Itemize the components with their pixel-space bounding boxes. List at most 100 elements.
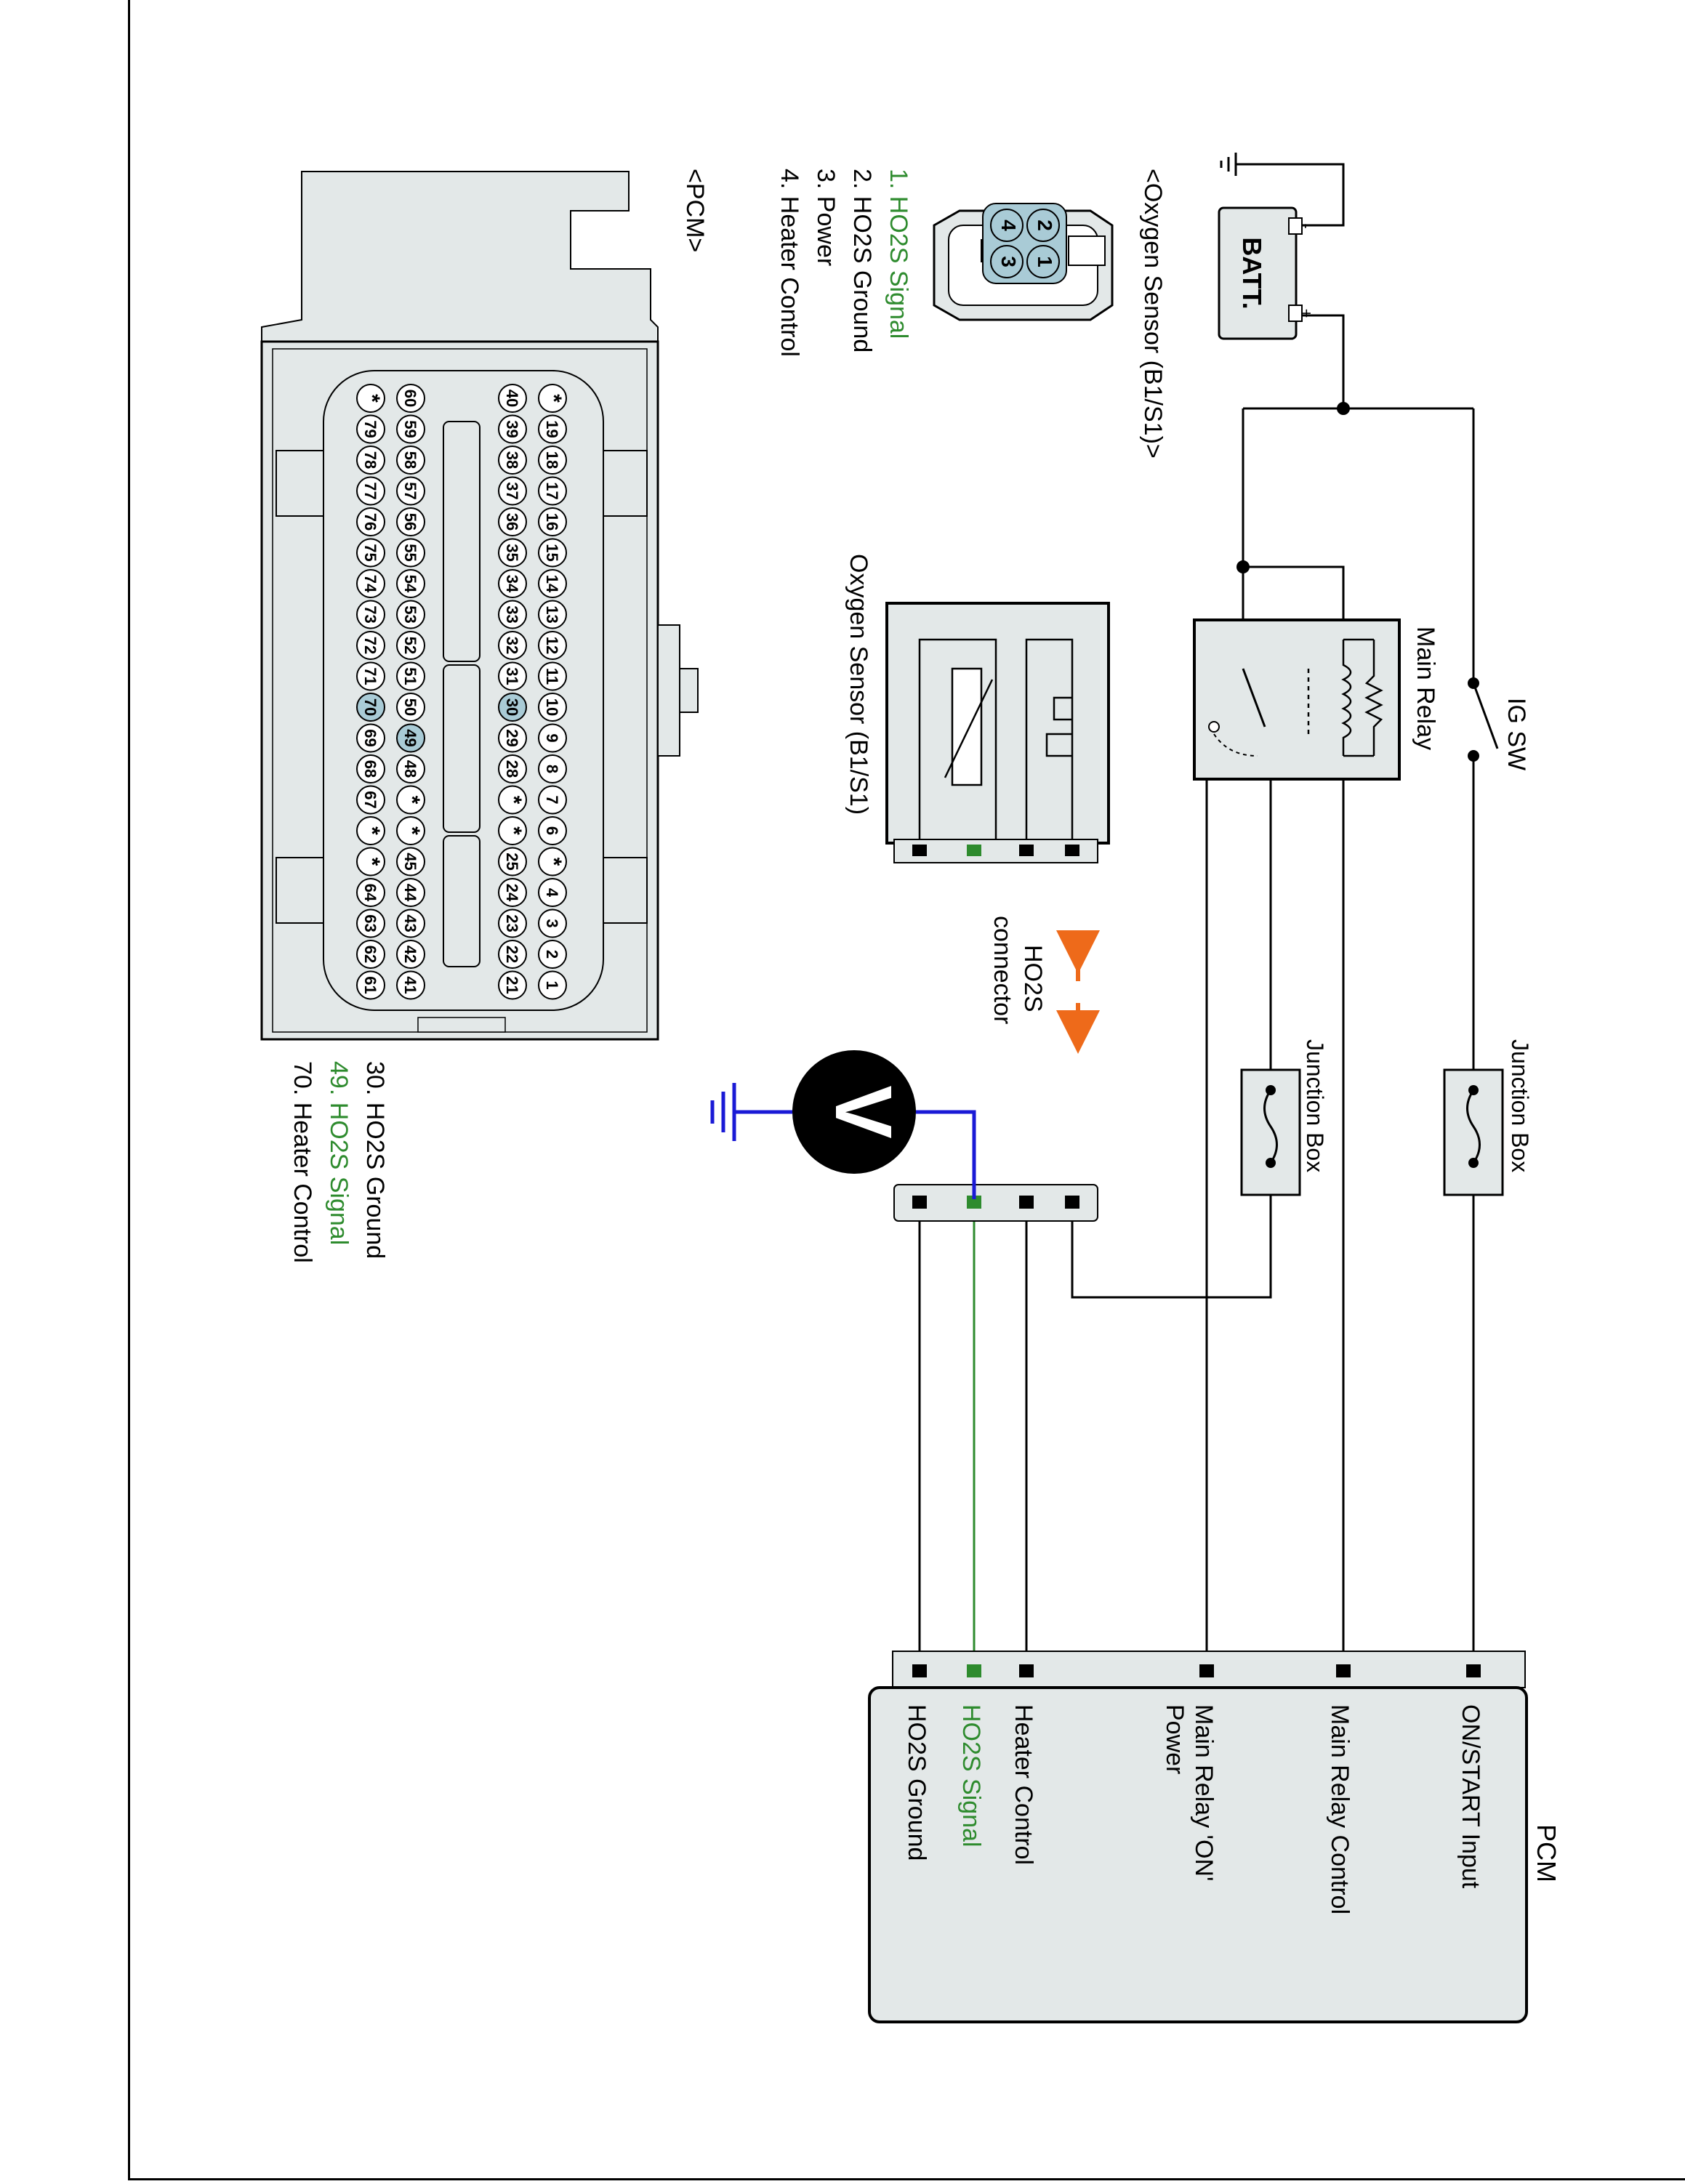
pcm-pin-number: 28 [503, 760, 521, 778]
pcm-pin [498, 476, 527, 506]
pcm-pin [356, 940, 385, 969]
pcm-pin-number: 10 [543, 698, 561, 716]
pcm-pin [538, 785, 567, 815]
pcm-pin [396, 507, 425, 536]
page-frame [128, 0, 1685, 2180]
pcm-pin-number: 72 [361, 637, 379, 654]
pcm-pin-number: 50 [401, 698, 419, 716]
pcm-pin-number: * [502, 826, 526, 835]
pcm-pin [356, 878, 385, 907]
pcm-pin-number: 34 [503, 575, 521, 593]
pcm-pin-number: 18 [543, 451, 561, 469]
pcm-pin [538, 538, 567, 568]
pcm-pin-number: 22 [503, 946, 521, 963]
pcm-pin [498, 754, 527, 783]
pcm-pin-number: 32 [503, 637, 521, 654]
junction-box-2-label: Junction Box [1302, 1039, 1328, 1172]
pcm-pin-number: 44 [401, 884, 419, 902]
wiring-lines [918, 163, 1475, 1672]
connector-pin-number: 1 [1034, 256, 1056, 267]
pcm-pin [356, 507, 385, 536]
voltmeter: V [710, 1050, 976, 1199]
pcm-pin [498, 384, 527, 413]
pcm-pin-number: 6 [543, 826, 561, 835]
pcm-pin-number: * [360, 826, 384, 835]
pcm-pin [356, 569, 385, 598]
pcm-pin [538, 970, 567, 1000]
pcm-pin-label-highlight: HO2S Signal [957, 1704, 985, 1847]
pcm-pin-number: 23 [503, 914, 521, 932]
pcm-pin-number: 19 [543, 420, 561, 438]
pcm-pin [498, 970, 527, 1000]
pcm-pin [356, 693, 385, 722]
pcm-module: PCM ON/START Input Main Relay Control Ma… [868, 1651, 1561, 2023]
pcm-pin-number: * [542, 858, 566, 866]
pcm-pin-number: 57 [401, 482, 419, 499]
pcm-pin [356, 414, 385, 444]
ho2s-connector-label-1: HO2S [1019, 945, 1047, 1012]
pcm-pin [396, 600, 425, 629]
pcm-pin-number: 63 [361, 914, 379, 932]
pcm-pin [356, 970, 385, 1000]
pcm-pin [538, 940, 567, 969]
pcm-pin [538, 723, 567, 753]
pcm-pin [396, 538, 425, 568]
ho2s-connector-label-2: connector [989, 916, 1016, 1024]
battery: BATT. + - [1218, 206, 1316, 340]
pcm-pin [498, 693, 527, 722]
pcm-pin-number: 31 [503, 667, 521, 685]
pcm-pin-number: 30 [503, 698, 521, 716]
pcm-pin [538, 631, 567, 660]
pcm-pin-number: * [400, 826, 424, 835]
pcm-pin-number: 16 [543, 513, 561, 531]
ground-icon [1220, 153, 1237, 176]
pcm-pin [396, 384, 425, 413]
pcm-pin-number: 48 [401, 760, 419, 778]
pcm-pin [396, 878, 425, 907]
pcm-pin [356, 723, 385, 753]
pcm-pin [396, 908, 425, 938]
pcm-pin-number: * [360, 858, 384, 866]
pcm-pin-number: 33 [503, 605, 521, 623]
pcm-pin [498, 940, 527, 969]
pcm-pin [396, 446, 425, 475]
pcm-pin-number: 9 [543, 733, 561, 742]
pcm-pin [538, 908, 567, 938]
pcm-pin [498, 878, 527, 907]
pcm-pin-label: HO2S Ground [903, 1704, 930, 1861]
pcm-pin-label: Power [1161, 1704, 1189, 1774]
pcm-pin-number: 58 [401, 451, 419, 469]
pcm-pin-number: 60 [401, 390, 419, 407]
sensor-legend-item-highlight: 1. HO2S Signal [885, 169, 912, 339]
pcm-pin [356, 631, 385, 660]
pcm-pin [396, 847, 425, 877]
pcm-pin [396, 661, 425, 691]
pcm-pin [538, 816, 567, 845]
pcm-pin-number: 73 [361, 605, 379, 623]
junction-box-1-label: Junction Box [1507, 1039, 1533, 1172]
pcm-pin-number: 36 [503, 513, 521, 531]
pcm-pin-number: 56 [401, 513, 419, 531]
pcm-pin [396, 693, 425, 722]
pcm-pin-number: 39 [503, 420, 521, 438]
connector-pin-number: 3 [997, 256, 1020, 267]
pcm-pin-number: 64 [361, 884, 379, 902]
pcm-pin [538, 693, 567, 722]
pcm-module-title: PCM [1532, 1824, 1561, 1882]
pcm-pin-number: 40 [503, 390, 521, 407]
pcm-pin [538, 847, 567, 877]
oxygen-sensor-label: Oxygen Sensor (B1/S1) [845, 554, 872, 815]
pcm-pin-label: Main Relay 'ON' [1190, 1704, 1218, 1882]
battery-label: BATT. [1237, 237, 1267, 309]
oxygen-sensor: Oxygen Sensor (B1/S1) [845, 554, 1110, 863]
pcm-pin [498, 569, 527, 598]
pcm-pin-number: 11 [543, 668, 561, 685]
battery-minus: - [1298, 223, 1316, 228]
pcm-pin-number: 74 [361, 575, 379, 593]
pcm-pin [538, 754, 567, 783]
pcm-pin [396, 754, 425, 783]
pcm-pin-number: 75 [361, 544, 379, 561]
pcm-pin [538, 384, 567, 413]
pcm-pin-number: 17 [543, 482, 561, 499]
